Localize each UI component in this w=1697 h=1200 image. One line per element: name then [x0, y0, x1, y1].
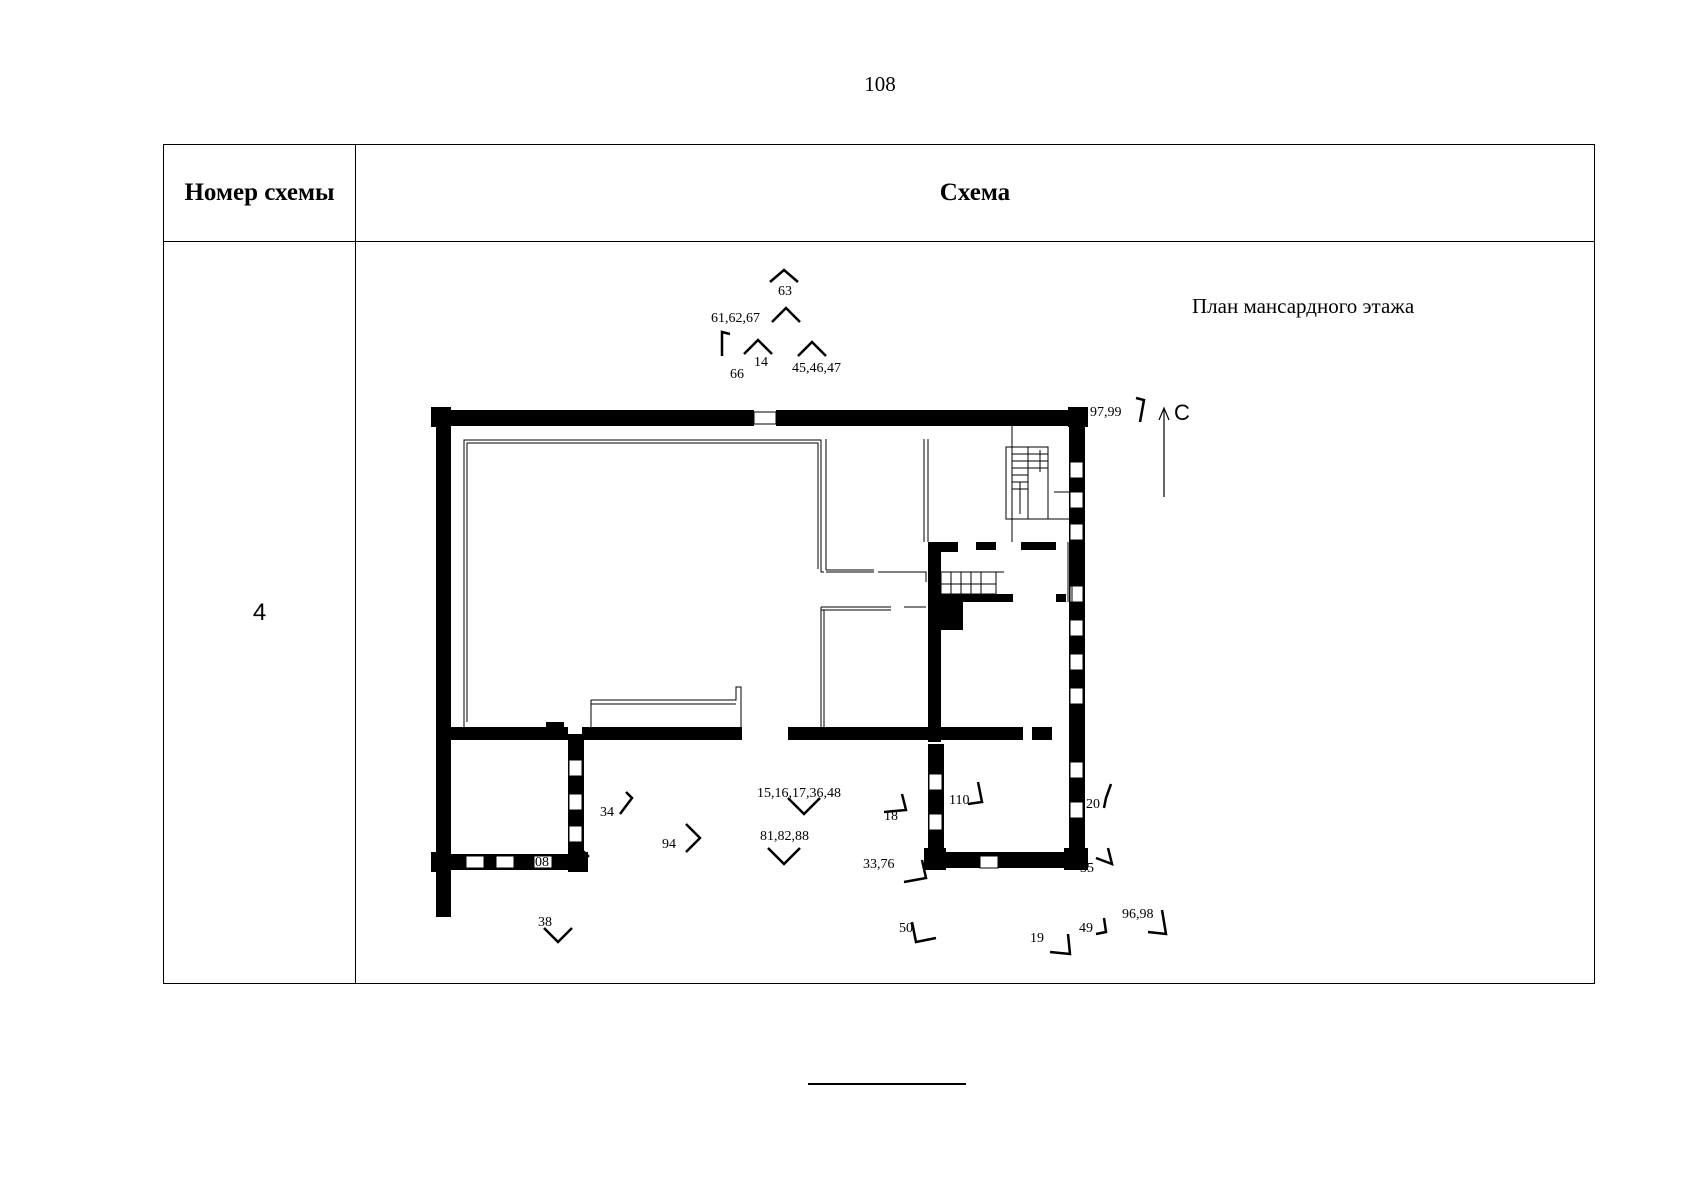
header-scheme-number: Номер схемы: [163, 144, 356, 242]
viewpoint-label: 94: [662, 837, 676, 852]
viewpoint-label: 18: [884, 809, 898, 824]
partitions: [463, 439, 929, 727]
stairs-upper: [1005, 426, 1073, 602]
viewpoint-label: 33,76: [863, 857, 895, 872]
north-label: С: [1174, 400, 1190, 425]
windows: [465, 411, 1084, 869]
viewpoint-label: 45,46,47: [792, 361, 841, 376]
plan-title: План мансардного этажа: [1192, 294, 1415, 318]
viewpoint-label: 66: [730, 367, 744, 382]
viewpoint-label: 97,99: [1090, 405, 1122, 420]
viewpoint-label: 19: [1030, 931, 1044, 946]
viewpoint-markers: [543, 268, 1168, 956]
viewpoint-labels: 63 61,62,67 66 14 45,46,47 97,99 15,16,1…: [528, 284, 1154, 946]
scheme-number: 4: [163, 241, 356, 984]
viewpoint-label: 81,82,88: [760, 829, 809, 844]
floor-plan: С: [431, 268, 1190, 956]
north-arrow: [1158, 406, 1170, 497]
viewpoint-label: 108: [528, 855, 549, 870]
viewpoint-label: 14: [754, 355, 768, 370]
viewpoint-label: 38: [538, 915, 552, 930]
page-number: 108: [864, 72, 896, 96]
viewpoint-label: 34: [600, 805, 614, 820]
stairs-lower: [931, 571, 1004, 595]
viewpoint-label: 63: [778, 284, 792, 299]
viewpoint-label: 15,16,17,36,48: [757, 786, 841, 801]
viewpoint-label: 20: [1086, 797, 1100, 812]
header-scheme: Схема: [355, 144, 1595, 242]
viewpoint-label: 49: [1079, 921, 1093, 936]
viewpoint-label: 110: [949, 793, 969, 808]
scheme-cell: План мансардного этажа: [355, 241, 1595, 984]
footnote-separator: [808, 1083, 966, 1085]
viewpoint-label: 61,62,67: [711, 311, 760, 326]
viewpoint-label: 35: [1080, 861, 1094, 876]
viewpoint-label: 96,98: [1122, 907, 1154, 922]
scheme-table: Номер схемы Схема 4 План мансардного эта…: [163, 144, 1595, 984]
viewpoint-label: 50: [899, 921, 913, 936]
